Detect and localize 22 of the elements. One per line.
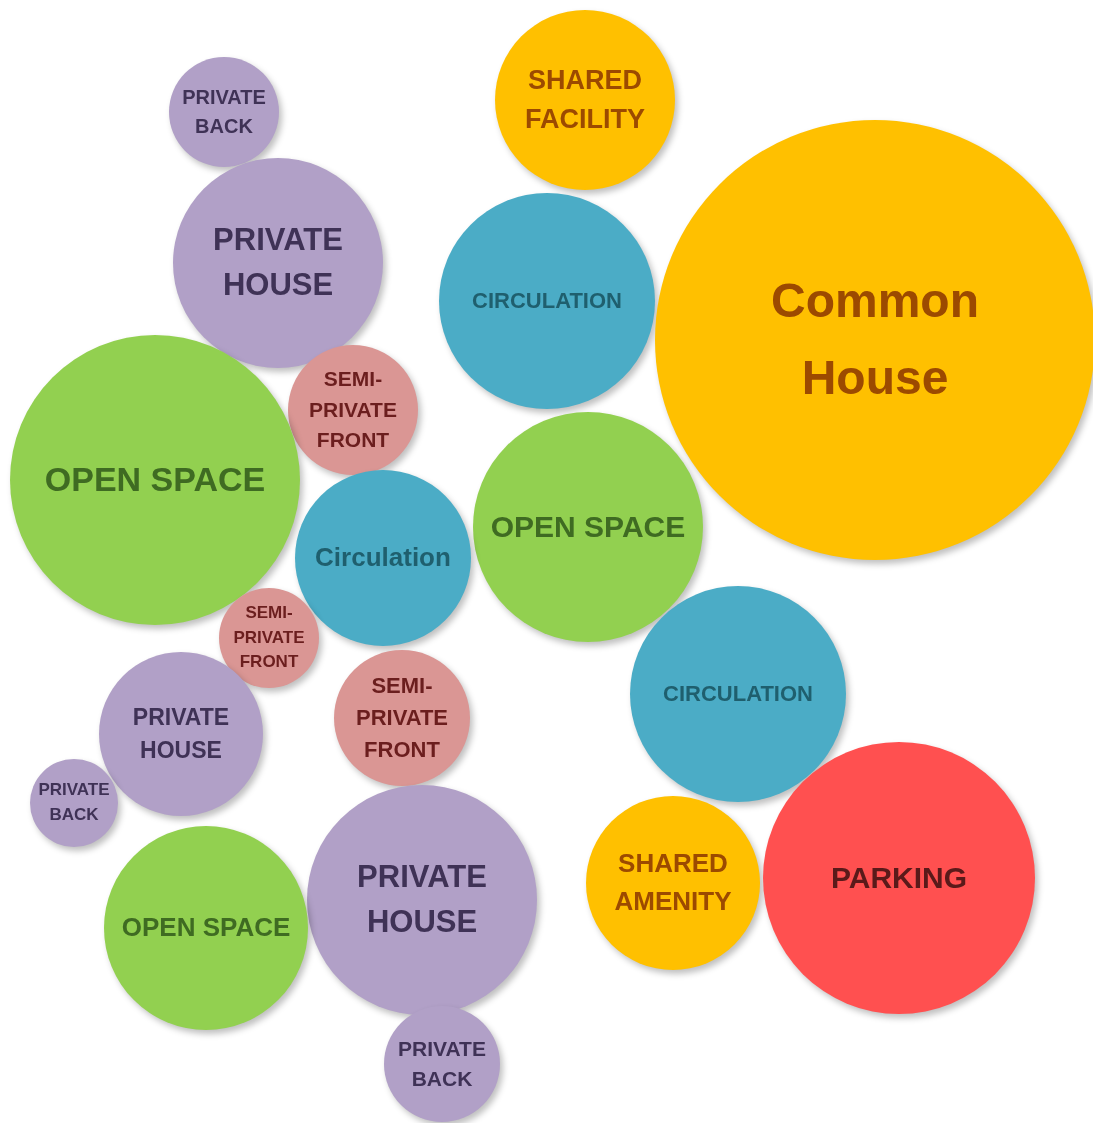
bubble-label: SEMI-PRIVATE FRONT — [232, 602, 306, 674]
bubble-label: SEMI-PRIVATE FRONT — [354, 672, 450, 764]
bubble — [334, 650, 470, 786]
bubble — [384, 1006, 500, 1122]
bubble — [30, 759, 118, 847]
bubble-label: SEMI-PRIVATE FRONT — [308, 366, 398, 454]
bubble-label: PRIVATE BACK — [37, 779, 111, 826]
bubble-label: CIRCULATION — [662, 680, 814, 709]
bubble-label: Circulation — [314, 541, 452, 575]
bubble-label: SHARED FACILITY — [524, 63, 646, 136]
bubble-label: PRIVATE BACK — [397, 1035, 487, 1092]
bubble-label: OPEN SPACE — [43, 459, 267, 501]
bubble-label: SHARED AMENITY — [613, 847, 733, 918]
bubble-label: PRIVATE HOUSE — [356, 858, 488, 941]
bubble-label: PRIVATE HOUSE — [212, 221, 344, 304]
bubble-label: PRIVATE HOUSE — [131, 702, 231, 765]
bubble-label: PRIVATE BACK — [181, 85, 267, 139]
bubble-label: OPEN SPACE — [489, 509, 687, 546]
bubble-label: PARKING — [829, 860, 969, 897]
bubble-label: CIRCULATION — [471, 287, 623, 316]
bubble-label: Common House — [770, 273, 980, 406]
bubble-label: OPEN SPACE — [120, 911, 292, 945]
